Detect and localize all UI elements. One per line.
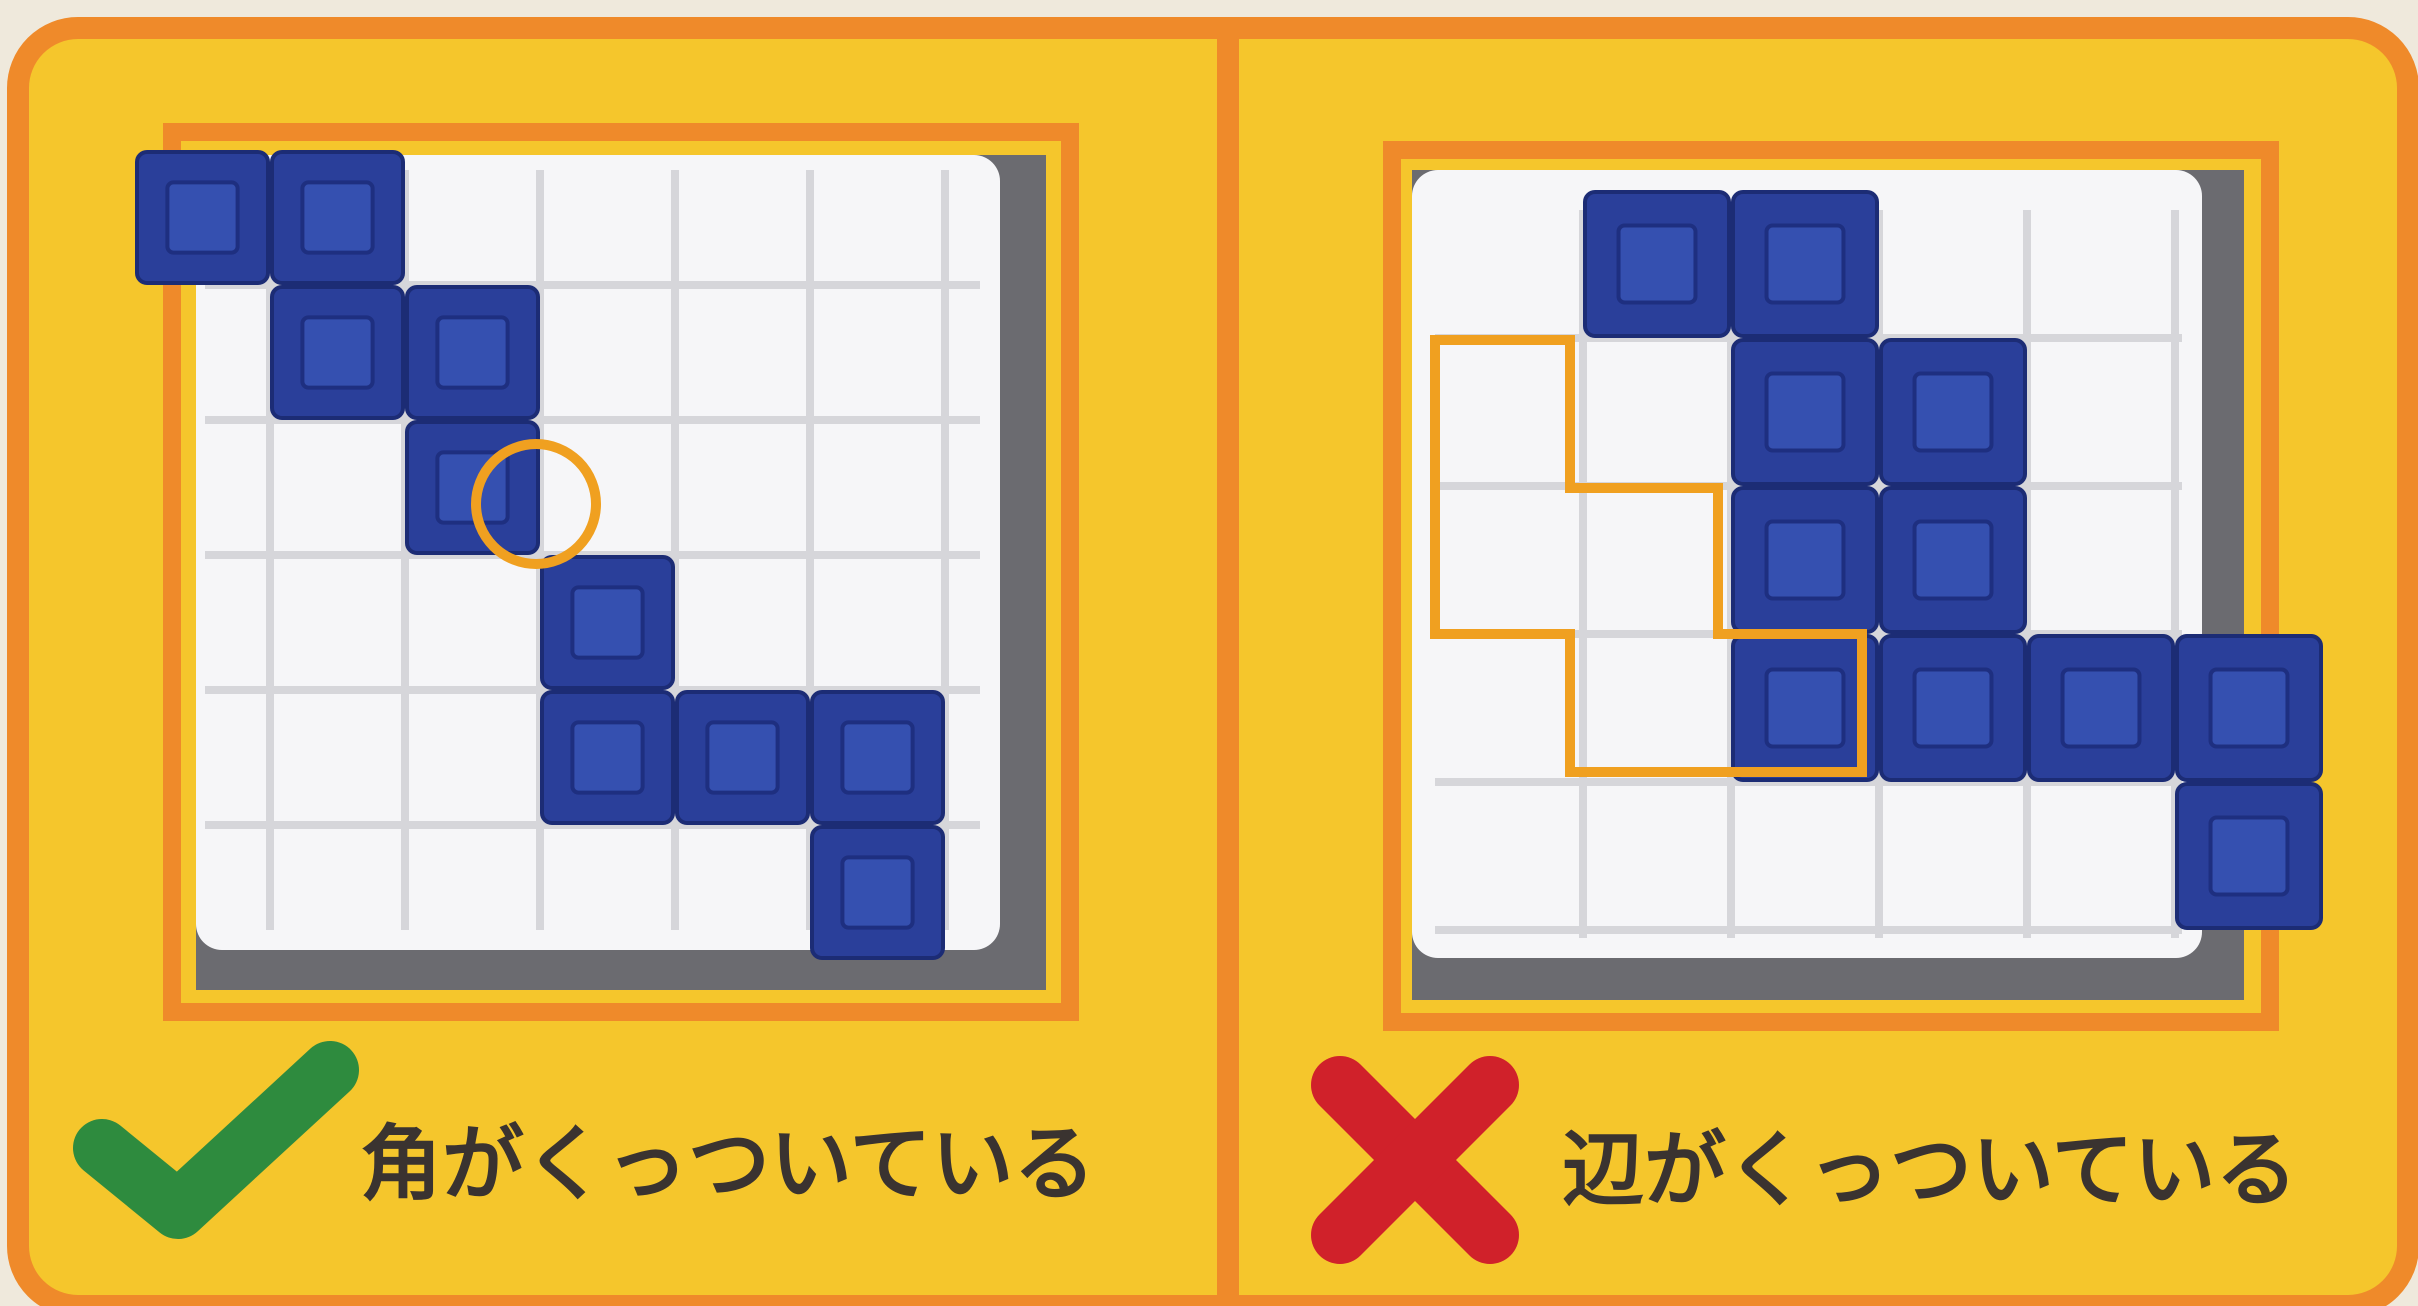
check-mark-icon [73, 1041, 359, 1239]
edge-touch-outline [1430, 335, 1867, 777]
tile [270, 285, 405, 420]
tile [810, 825, 945, 960]
tile [1583, 190, 1731, 338]
tile [675, 690, 810, 825]
tile [1731, 338, 1879, 486]
tile [1731, 634, 1879, 782]
tile [405, 285, 540, 420]
tiles-correct [135, 150, 945, 960]
panel-correct: 角がくっついている [73, 123, 1096, 1239]
tile [540, 690, 675, 825]
tile [2175, 634, 2323, 782]
caption-incorrect: 辺がくっついている [1562, 1123, 2298, 1218]
tile [1731, 190, 1879, 338]
tile [540, 555, 675, 690]
panel-incorrect: 辺がくっついている [1311, 141, 2323, 1264]
tile [2175, 782, 2323, 930]
corner-touch-circle [471, 439, 601, 569]
tile [1731, 486, 1879, 634]
tiles-incorrect [1583, 190, 2323, 930]
tile [1879, 338, 2027, 486]
caption-correct: 角がくっついている [360, 1117, 1096, 1212]
tile [2027, 634, 2175, 782]
tile [135, 150, 270, 285]
tile [1879, 486, 2027, 634]
cross-mark-icon [1311, 1056, 1519, 1264]
tile [810, 690, 945, 825]
tile [1879, 634, 2027, 782]
tile [270, 150, 405, 285]
